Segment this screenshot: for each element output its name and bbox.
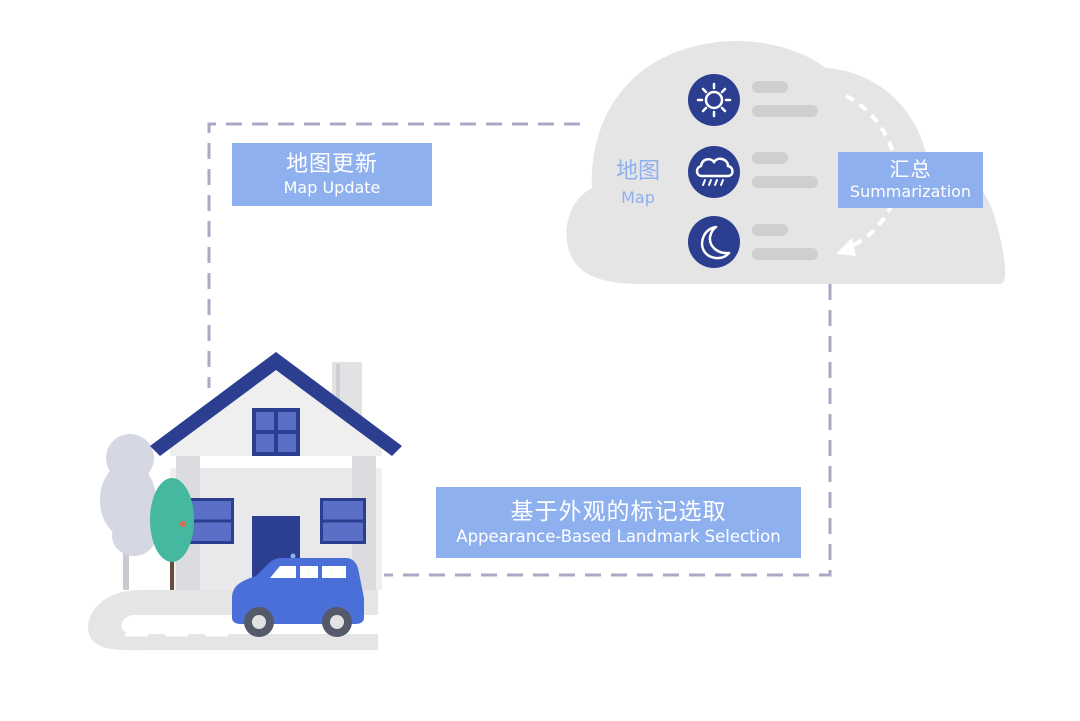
cloud-map-label: 地图 Map: [598, 158, 678, 210]
summarization-title-en: Summarization: [849, 182, 972, 201]
sun-icon: [688, 74, 740, 126]
summarization-title-zh: 汇总: [889, 157, 932, 181]
appearance-selection-title-zh: 基于外观的标记选取: [510, 498, 727, 525]
moon-icon: [688, 216, 740, 268]
rain-cloud-icon: [688, 146, 740, 198]
summarization-arrow: [836, 94, 899, 256]
car: [232, 558, 364, 637]
appearance-selection-label: 基于外观的标记选取 Appearance-Based Landmark Sele…: [436, 487, 801, 558]
dashed-loop: [207, 122, 832, 577]
placeholder-bars: [752, 81, 818, 260]
cloud-map-title-en: Map: [621, 188, 655, 207]
house: [150, 352, 402, 590]
background-tree: [100, 434, 156, 590]
green-tree: [150, 478, 194, 590]
appearance-selection-title-en: Appearance-Based Landmark Selection: [456, 526, 781, 546]
map-update-title-zh: 地图更新: [285, 151, 378, 177]
summarization-label: 汇总 Summarization: [838, 152, 983, 208]
cloud-map-title-zh: 地图: [615, 159, 660, 184]
map-update-label: 地图更新 Map Update: [232, 143, 432, 206]
map-update-title-en: Map Update: [283, 177, 381, 197]
